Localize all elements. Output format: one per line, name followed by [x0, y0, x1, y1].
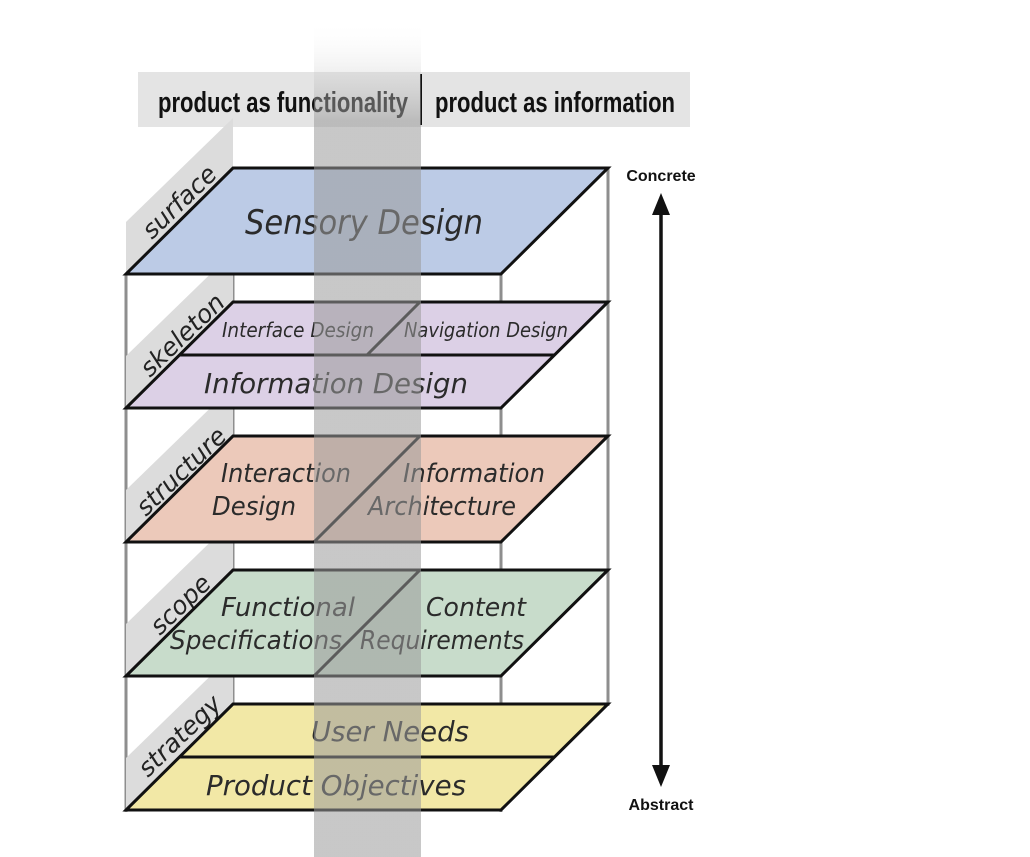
functional-specifications-label-line2: Specifications: [170, 626, 342, 656]
content-requirements-label-line1: Content: [426, 593, 527, 623]
concrete-arrowhead: [652, 193, 670, 215]
skeleton-tab: [126, 252, 233, 408]
functionality-information-column: [314, 20, 421, 857]
interaction-design-label-line2: Design: [212, 492, 296, 522]
header-information-label: product as information: [435, 87, 675, 119]
structure-tab: [126, 386, 233, 542]
navigation-design-label: Navigation Design: [404, 318, 568, 342]
abstract-arrowhead: [652, 765, 670, 787]
abstract-label: Abstract: [629, 797, 695, 814]
strategy-tab: [126, 654, 233, 810]
scope-tab: [126, 520, 233, 676]
surface-tab: [126, 118, 233, 274]
information-architecture-label-line1: Information: [403, 459, 545, 489]
concrete-label: Concrete: [626, 168, 695, 185]
